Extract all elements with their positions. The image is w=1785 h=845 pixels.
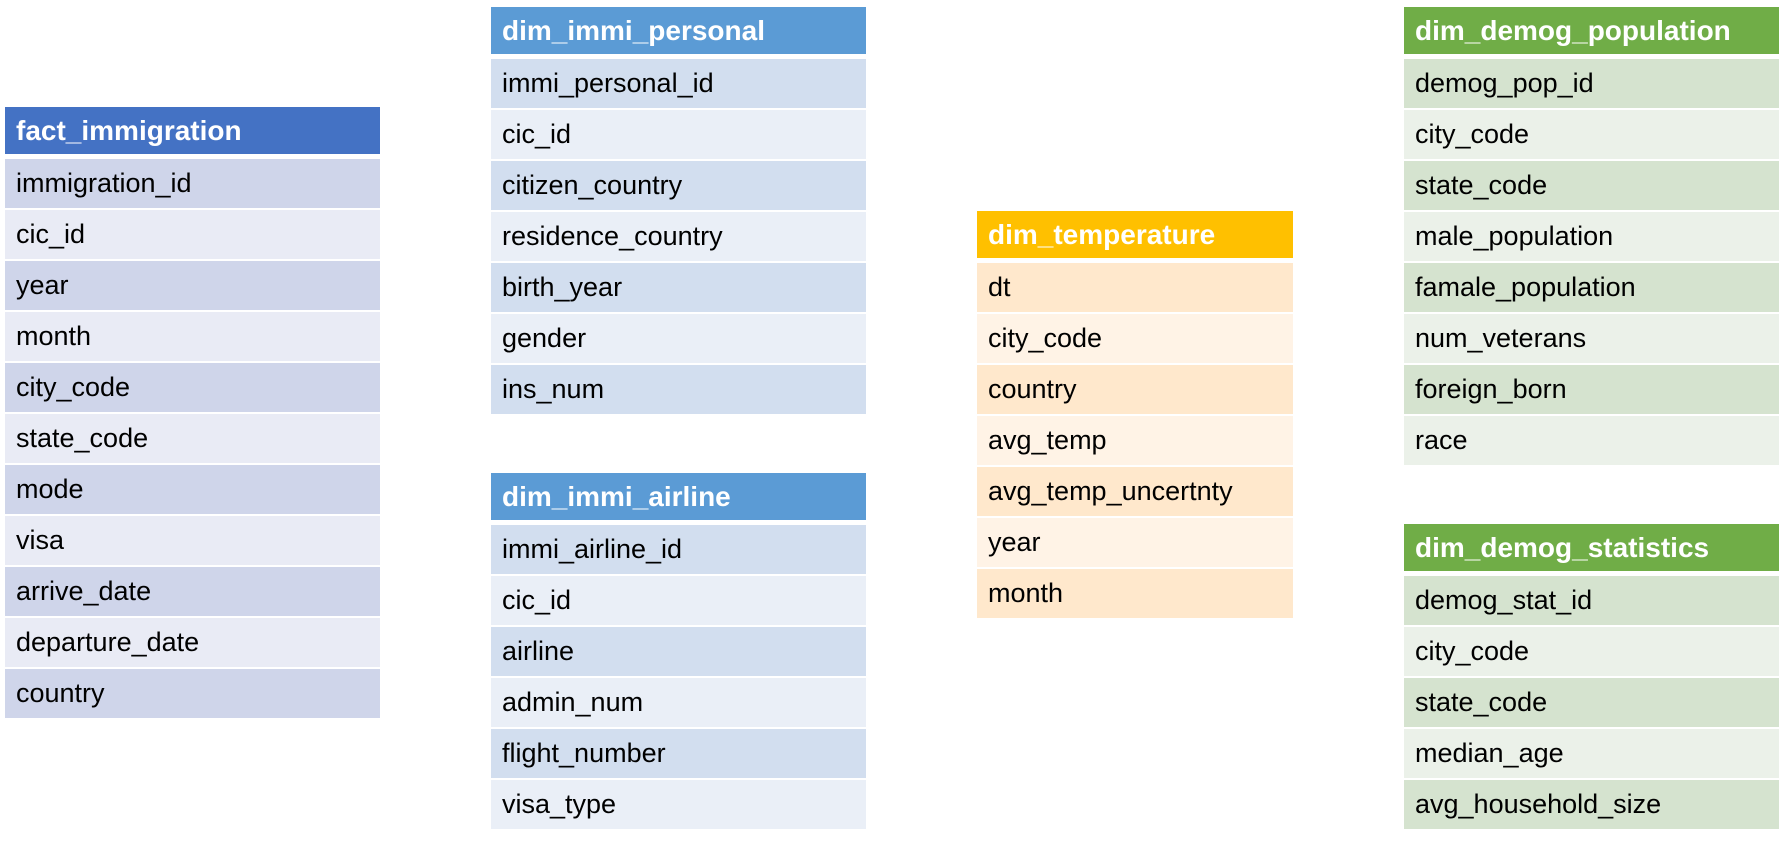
table-field-row: gender [491,314,866,363]
table-field-row: race [1404,416,1779,465]
table-field-row: ins_num [491,365,866,414]
table-field-row: cic_id [491,576,866,625]
table-field-row: visa [5,516,380,565]
table-field-row: immi_personal_id [491,59,866,108]
table-field-row: famale_population [1404,263,1779,312]
table-field-row: demog_pop_id [1404,59,1779,108]
table-field-row: cic_id [5,210,380,259]
table-header: dim_demog_statistics [1404,524,1779,571]
table-field-row: foreign_born [1404,365,1779,414]
table-field-row: citizen_country [491,161,866,210]
table-field-row: num_veterans [1404,314,1779,363]
table-field-row: airline [491,627,866,676]
table-field-row: dt [977,263,1293,312]
table-field-row: state_code [1404,161,1779,210]
table-field-row: avg_temp [977,416,1293,465]
table-field-row: departure_date [5,618,380,667]
table-field-row: flight_number [491,729,866,778]
table-header: dim_immi_airline [491,473,866,520]
table-field-row: city_code [5,363,380,412]
table-field-row: city_code [1404,627,1779,676]
table-header: dim_demog_population [1404,7,1779,54]
table-field-row: month [5,312,380,361]
table-header: fact_immigration [5,107,380,154]
table-field-row: month [977,569,1293,618]
table-field-row: mode [5,465,380,514]
table-field-row: city_code [977,314,1293,363]
table-field-row: median_age [1404,729,1779,778]
table-field-row: city_code [1404,110,1779,159]
table-field-row: avg_household_size [1404,780,1779,829]
table-header: dim_immi_personal [491,7,866,54]
table-field-row: year [5,261,380,310]
table-field-row: year [977,518,1293,567]
table-field-row: arrive_date [5,567,380,616]
table-field-row: immigration_id [5,159,380,208]
table-field-row: demog_stat_id [1404,576,1779,625]
table-field-row: country [5,669,380,718]
table-field-row: immi_airline_id [491,525,866,574]
table-field-row: male_population [1404,212,1779,261]
table-field-row: visa_type [491,780,866,829]
table-field-row: residence_country [491,212,866,261]
table-field-row: avg_temp_uncertnty [977,467,1293,516]
table-field-row: state_code [1404,678,1779,727]
table-field-row: admin_num [491,678,866,727]
table-field-row: birth_year [491,263,866,312]
table-field-row: cic_id [491,110,866,159]
table-field-row: country [977,365,1293,414]
table-header: dim_temperature [977,211,1293,258]
table-field-row: state_code [5,414,380,463]
